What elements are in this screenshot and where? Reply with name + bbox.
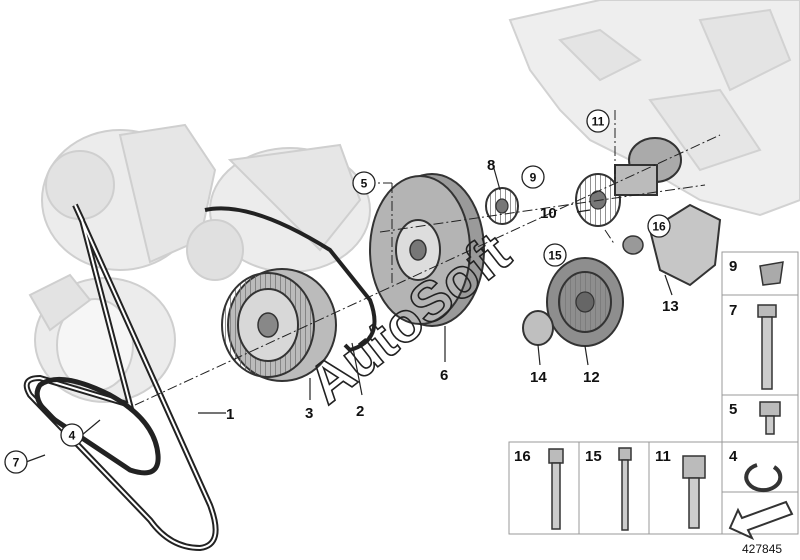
svg-text:5: 5: [361, 177, 368, 191]
alternator-ghost: [41, 123, 217, 271]
belt-pulley: [369, 173, 485, 327]
bolt-part-7: [757, 304, 777, 390]
callout-14: 14: [530, 369, 547, 386]
svg-text:9: 9: [530, 171, 537, 185]
bolt-part-5: [759, 401, 781, 435]
callout-13: 13: [662, 298, 679, 315]
callout-6: 6: [440, 367, 448, 384]
protective-cap: [522, 310, 554, 346]
callout-8: 8: [487, 157, 495, 174]
v-ribbed-belt-small: [34, 376, 161, 476]
callout-1: 1: [226, 406, 234, 423]
deflection-pulley-large: [546, 257, 624, 347]
circled-callout-4: 4: [60, 423, 84, 447]
leader-lines: [25, 164, 673, 463]
circled-callout-15: 15: [543, 243, 567, 267]
ac-compressor-ghost: [186, 143, 371, 281]
bolt-part-16: [548, 448, 564, 530]
panel-label-15: 15: [585, 448, 602, 465]
callout-2: 2: [356, 403, 364, 420]
v-ribbed-belt-main-inner: [25, 204, 217, 550]
panel-label-16: 16: [514, 448, 531, 465]
tensioner-bracket: [622, 203, 722, 287]
vacuum-pump-ghost: [28, 273, 176, 403]
bolt-part-11: [682, 455, 706, 529]
vibration-damper: [221, 268, 337, 382]
key-part-9: [759, 261, 784, 286]
svg-text:16: 16: [652, 220, 666, 234]
svg-text:15: 15: [548, 249, 562, 263]
panel-label-5: 5: [729, 401, 737, 418]
assembly-axis-lines: [134, 110, 721, 406]
arrow-next-page: [724, 494, 796, 541]
bolt-part-15: [618, 447, 632, 531]
svg-text:7: 7: [13, 456, 20, 470]
parts-panel-bottom: [508, 441, 723, 535]
panel-label-7: 7: [729, 302, 737, 319]
deflection-pulley-small: [485, 187, 519, 225]
circlip-part-4: [744, 463, 783, 493]
callout-10: 10: [540, 205, 557, 222]
svg-text:11: 11: [592, 115, 605, 129]
callout-3: 3: [305, 405, 313, 422]
v-ribbed-belt-ac: [204, 206, 377, 353]
callout-12: 12: [583, 369, 600, 386]
circled-callout-7: 7: [4, 450, 28, 474]
panel-label-9: 9: [729, 258, 737, 275]
panel-label-4: 4: [729, 448, 738, 465]
circled-callout-11: 11: [586, 109, 610, 133]
panel-label-11: 11: [655, 448, 671, 465]
circled-callout-9: 9: [521, 165, 545, 189]
circled-callout-16: 16: [647, 214, 671, 238]
circled-callout-5: 5: [352, 171, 376, 195]
diagram-id: 427845: [742, 542, 782, 556]
svg-text:4: 4: [69, 429, 76, 443]
engine-block-ghost: [508, 0, 800, 217]
